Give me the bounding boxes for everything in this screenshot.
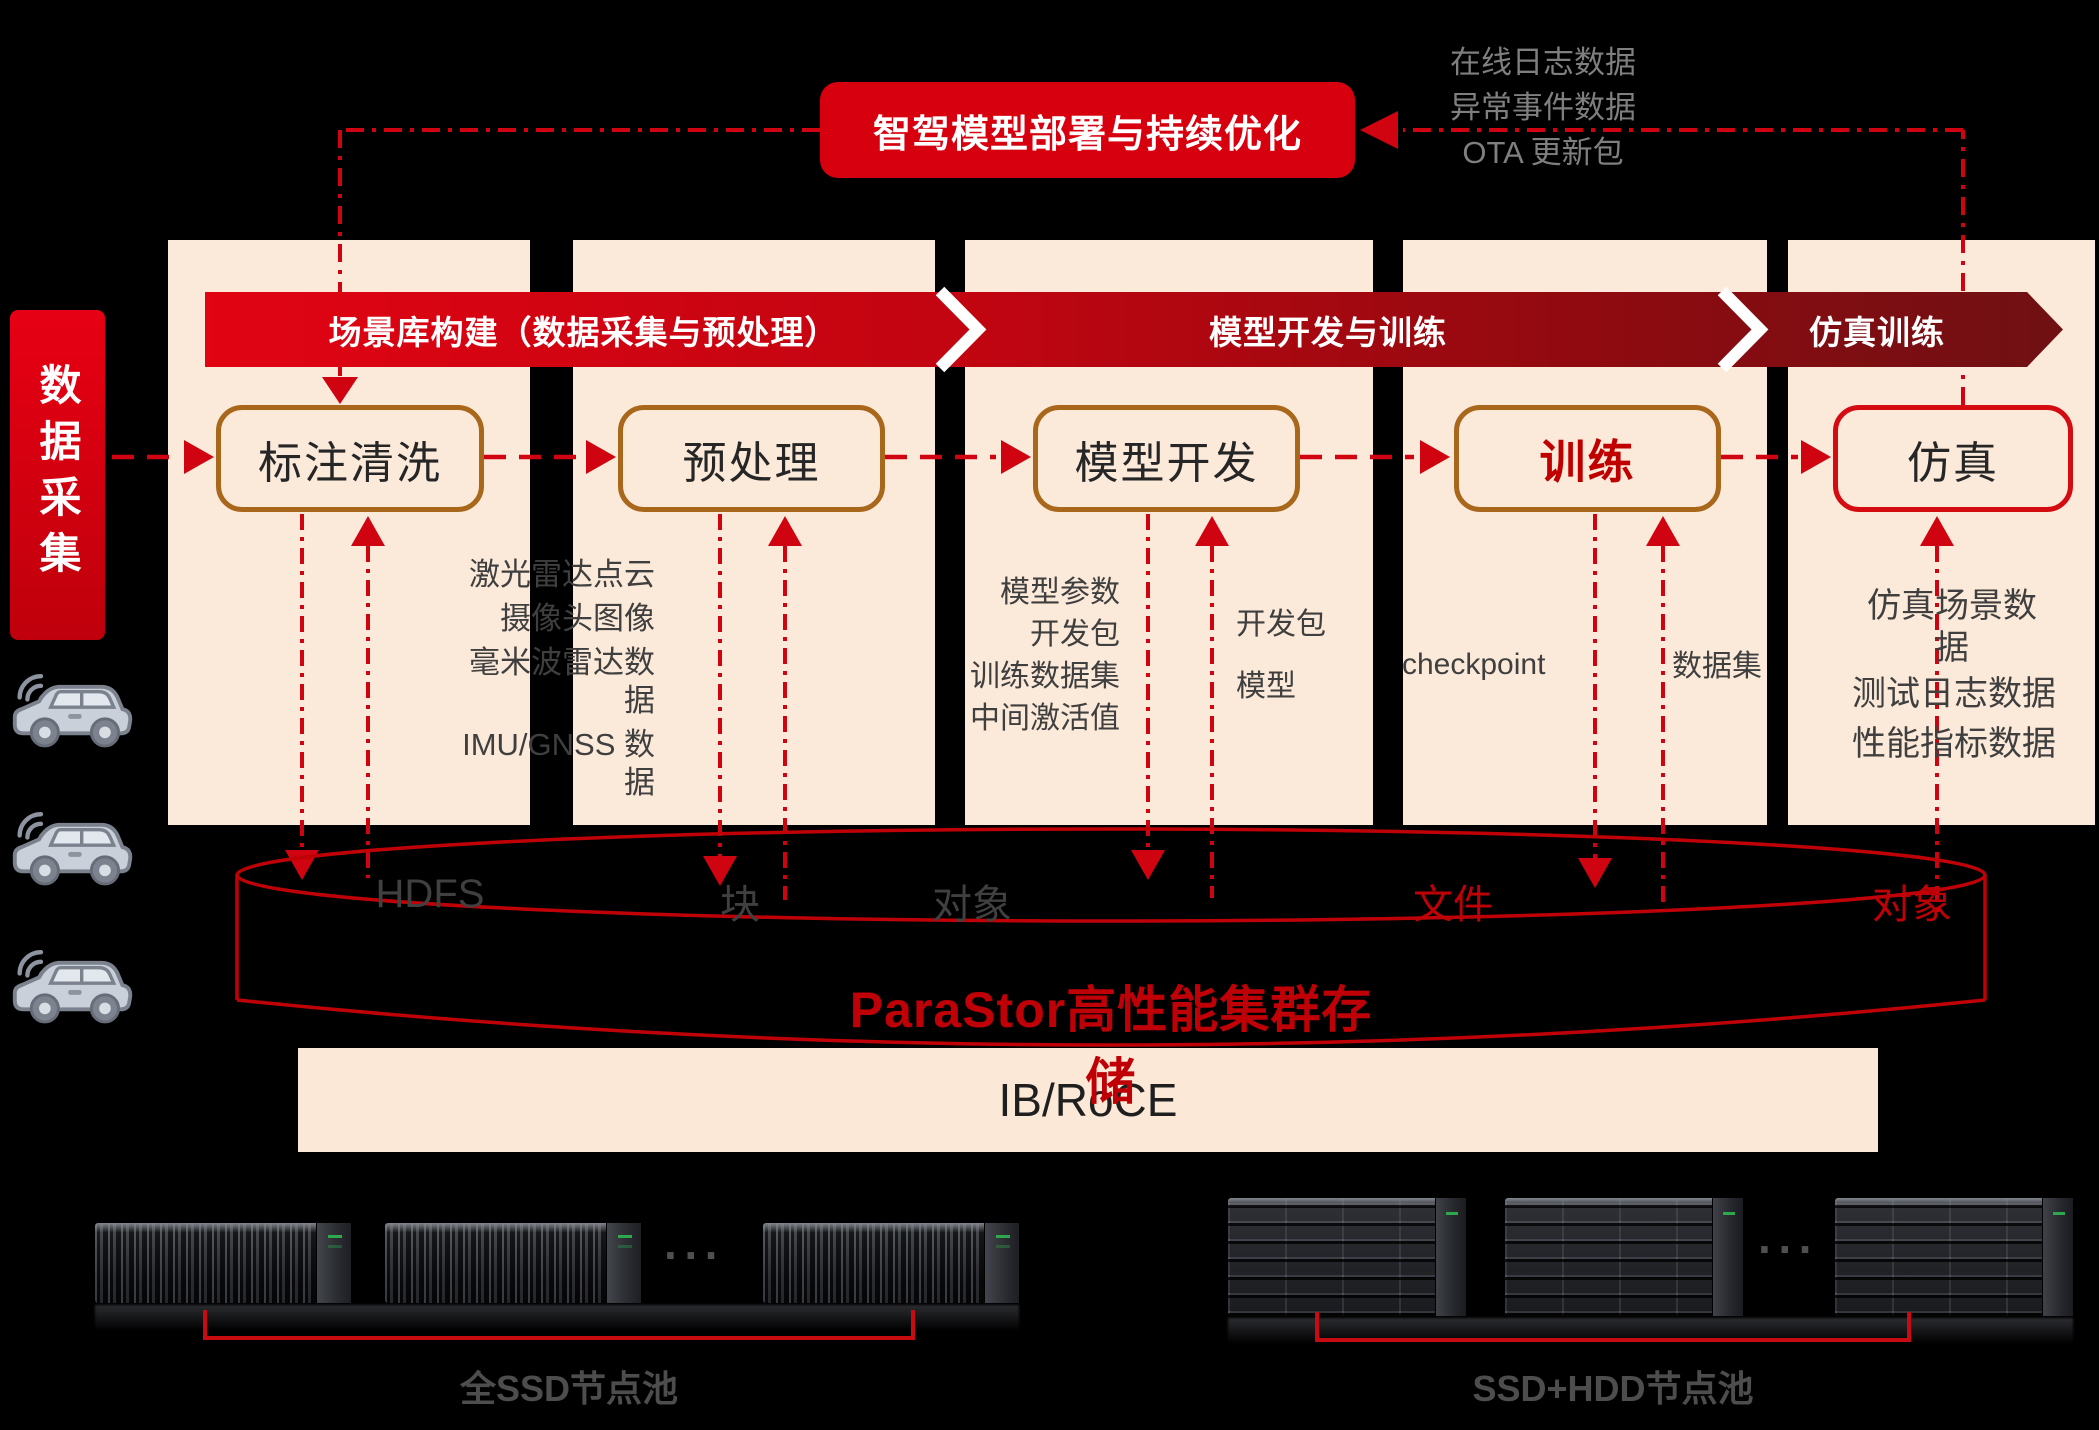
develop-load-model: 模型 <box>1236 670 1296 703</box>
data-collection-box: 数据采集 <box>10 310 105 640</box>
hdd-server-2 <box>1505 1198 1743 1316</box>
protocol-object-1: 对象 <box>932 883 1012 927</box>
protocol-hdfs: HDFS <box>375 872 485 916</box>
ssd-pool-label: 全SSD节点池 <box>459 1368 679 1409</box>
banner-label-model-dev: 模型开发与训练 <box>1209 314 1447 351</box>
car-icon-1 <box>15 676 130 746</box>
protocol-file: 文件 <box>1413 883 1493 927</box>
sensor-data-labels: 激光雷达点云 摄像头图像 毫米波雷达数据 IMU/GNSS 数据 <box>450 556 655 802</box>
ssd-server-2 <box>385 1223 641 1303</box>
network-label: IB/RoCE <box>998 1074 1178 1126</box>
stage-label-preprocess: 预处理 <box>682 438 821 488</box>
sim-label-metrics: 性能指标数据 <box>1852 725 2056 763</box>
develop-store-params: 模型参数 <box>1000 576 1120 609</box>
ssd-server-1 <box>95 1223 351 1303</box>
feedback-source-2: 异常事件数据 <box>1450 90 1636 125</box>
develop-load-devkit: 开发包 <box>1236 608 1326 641</box>
stage-box-develop: 模型开发 <box>1033 405 1300 512</box>
storage-title: ParaStor高性能集群存储 <box>849 982 1373 1110</box>
ssd-server-3 <box>763 1223 1019 1303</box>
stage-box-simulate: 仿真 <box>1833 405 2073 512</box>
stage-box-preprocess: 预处理 <box>618 405 885 512</box>
protocol-object-2: 对象 <box>1872 883 1952 927</box>
stage-label-annotate: 标注清洗 <box>258 438 442 488</box>
car-icons <box>15 676 130 1022</box>
stage-label-develop: 模型开发 <box>1074 438 1259 488</box>
feedback-source-3: OTA 更新包 <box>1462 135 1624 170</box>
arrowhead-into-deploy <box>1360 111 1398 149</box>
feedback-source-1: 在线日志数据 <box>1450 45 1636 80</box>
deploy-box: 智驾模型部署与持续优化 <box>820 82 1355 178</box>
stage-label-simulate: 仿真 <box>1907 438 1999 488</box>
sensor-label-lidar: 激光雷达点云 <box>469 557 655 592</box>
banner-label-sim-training: 仿真训练 <box>1809 314 1945 351</box>
train-store-checkpoint: checkpoint <box>1402 648 1546 681</box>
ssd-pool-ellipsis: ··· <box>664 1229 725 1281</box>
stage-label-train: 训练 <box>1539 435 1636 488</box>
sensor-label-imu: IMU/GNSS 数据 <box>462 727 655 800</box>
car-icon-3 <box>15 952 130 1022</box>
sensor-label-radar: 毫米波雷达数据 <box>469 645 655 718</box>
hdd-pool-label: SSD+HDD节点池 <box>1472 1368 1754 1409</box>
train-load-dataset: 数据集 <box>1672 650 1762 683</box>
simulate-load-labels: 仿真场景数据 测试日志数据 性能指标数据 <box>1852 585 2056 765</box>
ssd-server-reflection <box>95 1305 1019 1331</box>
hdd-server-3 <box>1835 1198 2073 1316</box>
develop-store-dataset: 训练数据集 <box>970 660 1120 693</box>
develop-store-labels: 模型参数 开发包 训练数据集 中间激活值 <box>968 575 1120 737</box>
sim-label-scenes: 仿真场景数据 <box>1867 587 2037 667</box>
car-icon-2 <box>15 814 130 884</box>
network-bar: IB/RoCE <box>298 1048 1878 1152</box>
hdd-pool-ellipsis: ··· <box>1758 1223 1819 1275</box>
sensor-label-camera: 摄像头图像 <box>500 601 655 636</box>
stage-box-train: 训练 <box>1454 405 1721 512</box>
hdd-server-1 <box>1228 1198 1466 1316</box>
hdd-server-reflection <box>1228 1318 2073 1344</box>
sim-label-testlogs: 测试日志数据 <box>1852 675 2056 713</box>
stage-box-annotate: 标注清洗 <box>216 405 484 512</box>
banner-label-scene-library: 场景库构建（数据采集与预处理） <box>328 314 839 351</box>
protocol-block: 块 <box>720 883 760 927</box>
develop-store-devkit: 开发包 <box>1030 618 1120 651</box>
develop-store-activations: 中间激活值 <box>970 702 1120 735</box>
feedback-sources: 在线日志数据 异常事件数据 OTA 更新包 <box>1408 40 1678 175</box>
